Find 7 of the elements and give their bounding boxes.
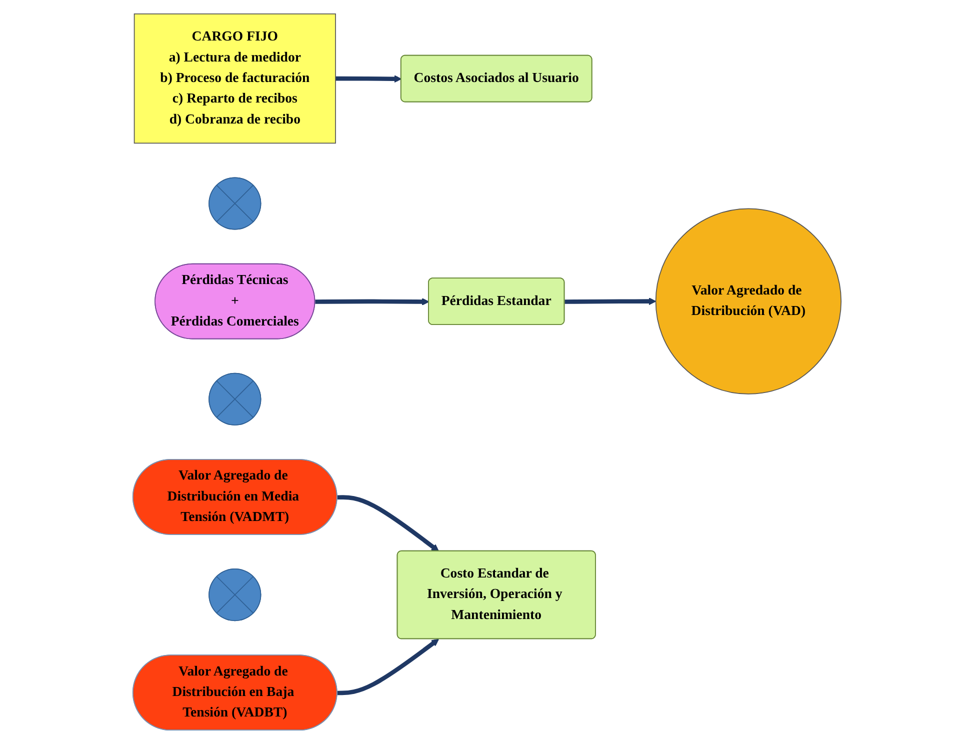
arrow [336, 638, 439, 696]
arrow [314, 298, 429, 306]
node-box: CARGO FIJO a) Lectura de medidor b) Proceso de facturación c) Reparto de recibos d) Cobranza de recibo [133, 13, 336, 144]
arrow [335, 75, 402, 83]
node-circle: Valor Agredado de Distribución (VAD) [654, 208, 842, 394]
arrow [564, 298, 656, 306]
arrow [336, 495, 439, 552]
